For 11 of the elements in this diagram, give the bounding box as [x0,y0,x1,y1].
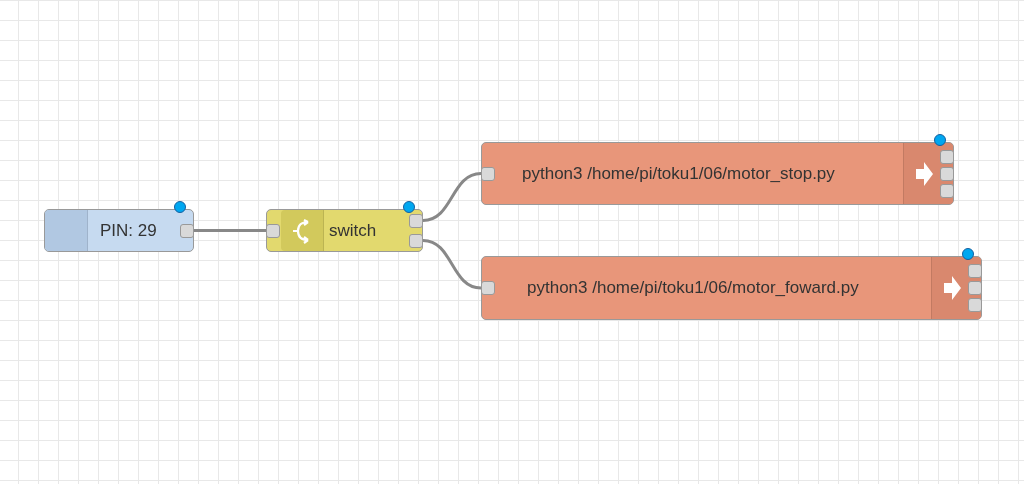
wire [422,239,482,290]
flow-node [266,209,423,252]
node-label: python3 /home/pi/toku1/06/motor_stop.py [522,163,835,184]
node-label: switch [329,220,377,241]
node-label: PIN: 29 [100,220,157,241]
flow-node [44,209,194,252]
wire [422,172,482,222]
wire [194,229,266,232]
node-label: python3 /home/pi/toku1/06/motor_foward.py [527,278,859,298]
flow-node [481,142,954,205]
flow-node [481,256,982,320]
